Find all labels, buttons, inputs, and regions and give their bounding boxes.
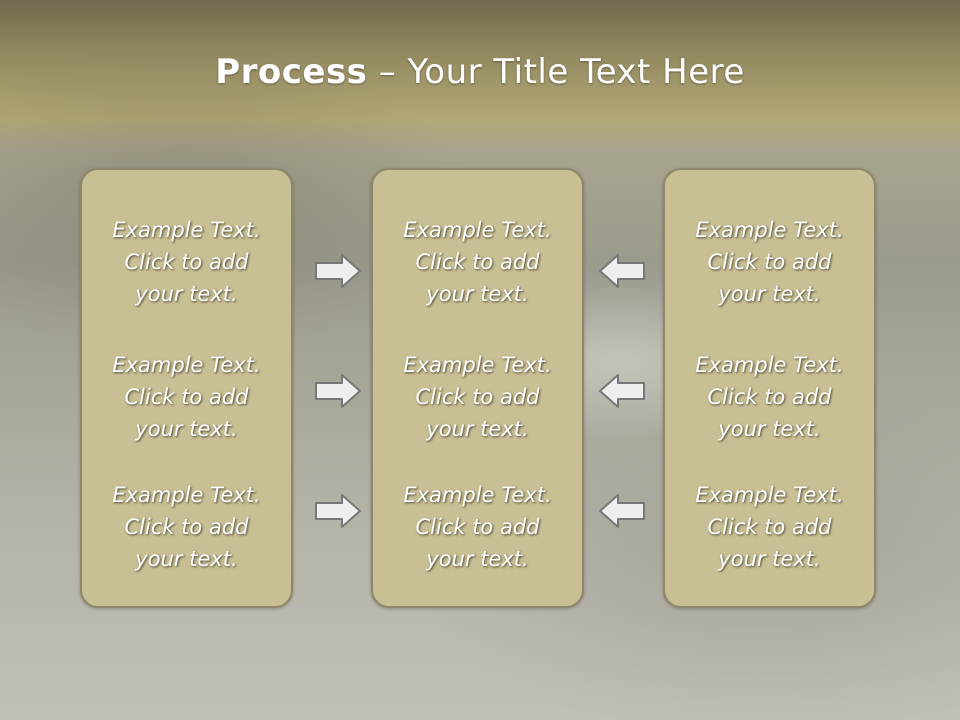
text-block[interactable]: Example Text. Click to add your text. bbox=[82, 214, 291, 310]
text-line: Click to add bbox=[124, 385, 249, 409]
arrow-right-icon bbox=[315, 374, 361, 408]
text-line: your text. bbox=[426, 417, 529, 441]
text-line: Click to add bbox=[707, 250, 832, 274]
text-line: your text. bbox=[718, 547, 821, 571]
text-line: Click to add bbox=[124, 515, 249, 539]
text-block[interactable]: Example Text. Click to add your text. bbox=[373, 214, 582, 310]
title-rest: – Your Title Text Here bbox=[367, 52, 745, 92]
panel-right[interactable]: Example Text. Click to add your text. Ex… bbox=[663, 168, 876, 608]
text-line: Click to add bbox=[707, 385, 832, 409]
arrow-left-icon bbox=[599, 254, 645, 288]
text-block[interactable]: Example Text. Click to add your text. bbox=[82, 349, 291, 445]
text-line: Click to add bbox=[707, 515, 832, 539]
text-line: Click to add bbox=[415, 250, 540, 274]
text-line: Example Text. bbox=[112, 483, 261, 507]
text-block[interactable]: Example Text. Click to add your text. bbox=[82, 479, 291, 575]
arrow-right-icon bbox=[315, 494, 361, 528]
slide-title: Process – Your Title Text Here bbox=[0, 52, 960, 92]
text-line: Click to add bbox=[415, 515, 540, 539]
text-line: your text. bbox=[718, 417, 821, 441]
title-bold: Process bbox=[215, 52, 368, 92]
panel-left[interactable]: Example Text. Click to add your text. Ex… bbox=[80, 168, 293, 608]
text-block[interactable]: Example Text. Click to add your text. bbox=[373, 349, 582, 445]
text-line: your text. bbox=[718, 282, 821, 306]
text-line: Example Text. bbox=[695, 483, 844, 507]
text-line: your text. bbox=[426, 547, 529, 571]
text-line: your text. bbox=[135, 417, 238, 441]
text-line: Example Text. bbox=[695, 353, 844, 377]
text-line: Example Text. bbox=[403, 353, 552, 377]
text-line: your text. bbox=[135, 547, 238, 571]
arrow-left-icon bbox=[599, 494, 645, 528]
text-line: Example Text. bbox=[403, 218, 552, 242]
text-line: Example Text. bbox=[695, 218, 844, 242]
text-line: your text. bbox=[135, 282, 238, 306]
text-line: Example Text. bbox=[112, 353, 261, 377]
arrow-right-icon bbox=[315, 254, 361, 288]
text-line: Example Text. bbox=[112, 218, 261, 242]
text-block[interactable]: Example Text. Click to add your text. bbox=[665, 479, 874, 575]
text-block[interactable]: Example Text. Click to add your text. bbox=[665, 214, 874, 310]
panel-center[interactable]: Example Text. Click to add your text. Ex… bbox=[371, 168, 584, 608]
arrow-left-icon bbox=[599, 374, 645, 408]
text-line: Example Text. bbox=[403, 483, 552, 507]
text-line: your text. bbox=[426, 282, 529, 306]
text-line: Click to add bbox=[124, 250, 249, 274]
text-line: Click to add bbox=[415, 385, 540, 409]
text-block[interactable]: Example Text. Click to add your text. bbox=[665, 349, 874, 445]
text-block[interactable]: Example Text. Click to add your text. bbox=[373, 479, 582, 575]
